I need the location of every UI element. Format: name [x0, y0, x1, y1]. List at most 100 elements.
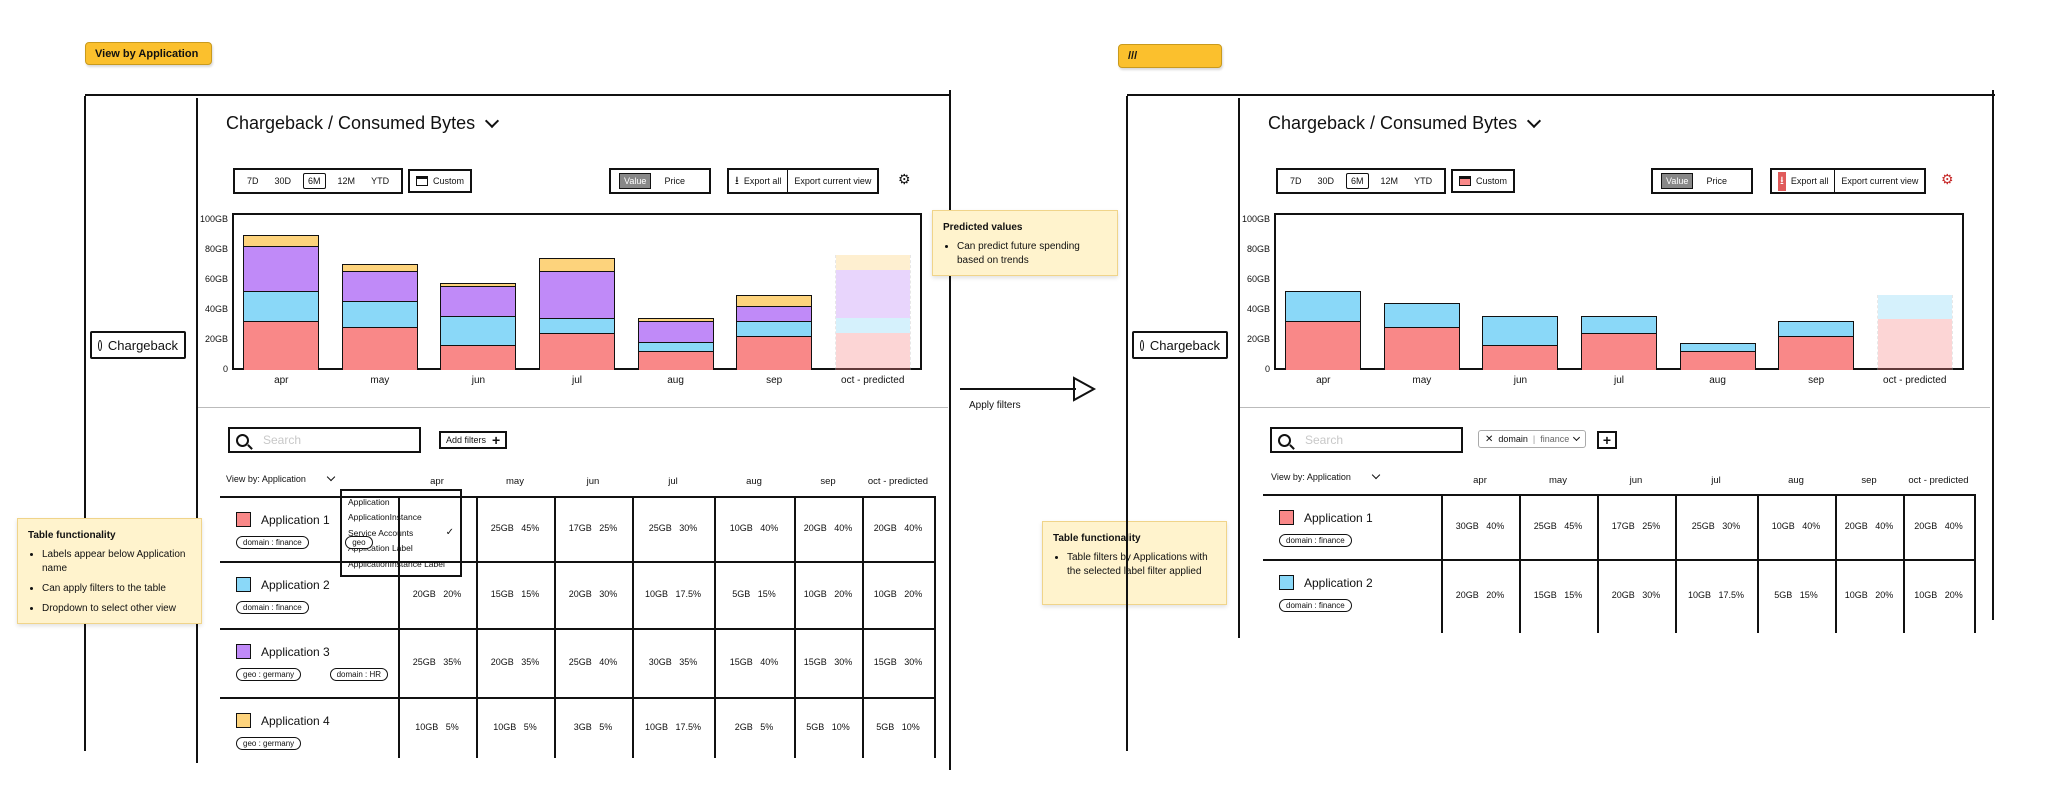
- application-name[interactable]: Application 2: [236, 577, 330, 592]
- search-input[interactable]: Search: [1270, 427, 1463, 453]
- bar-segment-yellow: [835, 254, 910, 270]
- column-header: jul: [668, 476, 678, 487]
- export-current-button[interactable]: Export current view: [787, 170, 877, 192]
- label-pill[interactable]: geo : germany: [236, 668, 302, 681]
- note-title: Table functionality: [28, 530, 116, 541]
- range-6m[interactable]: 6M: [1346, 173, 1369, 189]
- range-ytd[interactable]: YTD: [371, 176, 390, 186]
- application-name[interactable]: Application 1: [1279, 510, 1373, 525]
- bar-segment-blue: [441, 316, 516, 345]
- menu-item-service-accounts[interactable]: Service Accounts✓: [342, 525, 460, 541]
- table-top-border: [1263, 494, 1974, 496]
- table-cell: 20GB 30%: [568, 588, 618, 599]
- view-by-dropdown[interactable]: View by: Application: [226, 472, 336, 484]
- table-cell: 5GB 10%: [876, 721, 920, 732]
- range-7d[interactable]: 7D: [1290, 176, 1302, 186]
- value-toggle[interactable]: Value: [619, 173, 652, 189]
- menu-item-application[interactable]: Application: [342, 494, 460, 510]
- column-divider: [714, 496, 716, 758]
- table-cell: 10GB 17.5%: [1687, 590, 1745, 600]
- range-12m[interactable]: 12M: [337, 176, 356, 186]
- bar-may[interactable]: [1383, 302, 1460, 370]
- bar-apr[interactable]: [243, 235, 320, 370]
- add-filters-button[interactable]: Add filters+: [439, 431, 508, 449]
- export-all-button[interactable]: ⭳Export all: [1772, 170, 1834, 192]
- column-header: jun: [1629, 475, 1643, 486]
- bar-jun[interactable]: [440, 283, 517, 370]
- search-input[interactable]: Search: [228, 427, 421, 453]
- filter-key: domain: [1498, 434, 1528, 444]
- label-pill[interactable]: geo : germany: [236, 737, 302, 750]
- add-filters-label: Add filters: [446, 435, 487, 445]
- range-6m[interactable]: 6M: [303, 173, 326, 189]
- filter-chip[interactable]: ✕ domain | finance: [1478, 430, 1587, 448]
- bar-segment-purple: [244, 245, 319, 291]
- close-icon[interactable]: ✕: [1485, 433, 1494, 445]
- sidebar-item-label: Chargeback: [1149, 337, 1220, 353]
- bar-segment-blue: [737, 320, 812, 336]
- bar-octpredicted[interactable]: [1876, 295, 1953, 370]
- bar-segment-blue: [638, 341, 713, 351]
- application-name[interactable]: Application 1: [236, 512, 330, 527]
- bar-apr[interactable]: [1285, 290, 1362, 370]
- range-7d[interactable]: 7D: [247, 176, 259, 186]
- menu-item-application-label[interactable]: Application Label: [342, 541, 460, 557]
- menu-item-applicationinstance[interactable]: ApplicationInstance: [342, 510, 460, 526]
- export-current-button[interactable]: Export current view: [1834, 170, 1924, 192]
- view-by-dropdown[interactable]: View by: Application: [1271, 470, 1381, 482]
- bar-aug[interactable]: [637, 317, 714, 370]
- bar-jul[interactable]: [1581, 316, 1657, 370]
- bar-segment-blue: [244, 290, 319, 321]
- table-cell: 30GB 35%: [648, 656, 698, 667]
- bar-segment-yellow: [737, 295, 812, 306]
- range-ytd[interactable]: YTD: [1414, 176, 1433, 186]
- page-title[interactable]: Chargeback / Consumed Bytes: [226, 113, 500, 134]
- price-toggle[interactable]: Price: [664, 176, 685, 186]
- plot-right-edge: [1962, 213, 1964, 370]
- bar-jun[interactable]: [1482, 316, 1559, 370]
- price-toggle[interactable]: Price: [1706, 176, 1727, 186]
- range-30d[interactable]: 30D: [1317, 176, 1335, 186]
- bar-jul[interactable]: [539, 257, 615, 370]
- bar-segment-purple: [441, 286, 516, 316]
- table-cell: 10GB 17.5%: [644, 588, 702, 599]
- sidebar-item-chargeback[interactable]: Chargeback: [1132, 331, 1228, 359]
- column-header: sep: [1861, 475, 1877, 486]
- y-tick-label: 20GB: [204, 334, 228, 344]
- add-filter-button[interactable]: +: [1597, 431, 1617, 449]
- menu-item-applicationinstance-label[interactable]: ApplicationInstance Label: [342, 556, 460, 572]
- label-pill[interactable]: geo: [345, 536, 373, 549]
- bar-aug[interactable]: [1679, 343, 1756, 370]
- label-pill[interactable]: domain : finance: [236, 536, 309, 549]
- apply-filters-arrow: [960, 376, 1097, 402]
- sidebar-item-chargeback[interactable]: Chargeback: [90, 331, 186, 359]
- range-30d[interactable]: 30D: [274, 176, 292, 186]
- table-cell: 10GB 40%: [1771, 520, 1821, 531]
- range-12m[interactable]: 12M: [1380, 176, 1399, 186]
- label-pill[interactable]: domain : finance: [1279, 599, 1352, 612]
- application-name[interactable]: Application 2: [1279, 575, 1373, 590]
- label-pill[interactable]: domain : finance: [1279, 534, 1352, 547]
- plot-right-edge: [920, 213, 922, 370]
- bar-segment-red: [441, 344, 516, 370]
- bar-segment-red: [1384, 326, 1459, 370]
- application-name[interactable]: Application 3: [236, 644, 330, 659]
- page-title[interactable]: Chargeback / Consumed Bytes: [1268, 113, 1542, 134]
- export-all-button[interactable]: ⭳Export all: [729, 170, 787, 192]
- label-pill[interactable]: domain : finance: [236, 601, 309, 614]
- gear-icon[interactable]: ⚙: [1941, 171, 1954, 187]
- gear-icon[interactable]: ⚙: [898, 171, 911, 187]
- bar-may[interactable]: [341, 263, 418, 370]
- custom-label: Custom: [433, 176, 465, 186]
- y-axis: [1274, 213, 1276, 370]
- bar-sep[interactable]: [1778, 320, 1855, 370]
- calendar-icon: [416, 176, 428, 186]
- bar-sep[interactable]: [736, 295, 813, 370]
- value-toggle[interactable]: Value: [1661, 173, 1694, 189]
- application-name[interactable]: Application 4: [236, 713, 330, 728]
- custom-range-button[interactable]: Custom: [1451, 169, 1516, 193]
- y-tick-label: 20GB: [1246, 334, 1270, 344]
- label-pill[interactable]: domain : HR: [329, 668, 389, 681]
- bar-octpredicted[interactable]: [834, 254, 911, 370]
- custom-range-button[interactable]: Custom: [408, 169, 473, 193]
